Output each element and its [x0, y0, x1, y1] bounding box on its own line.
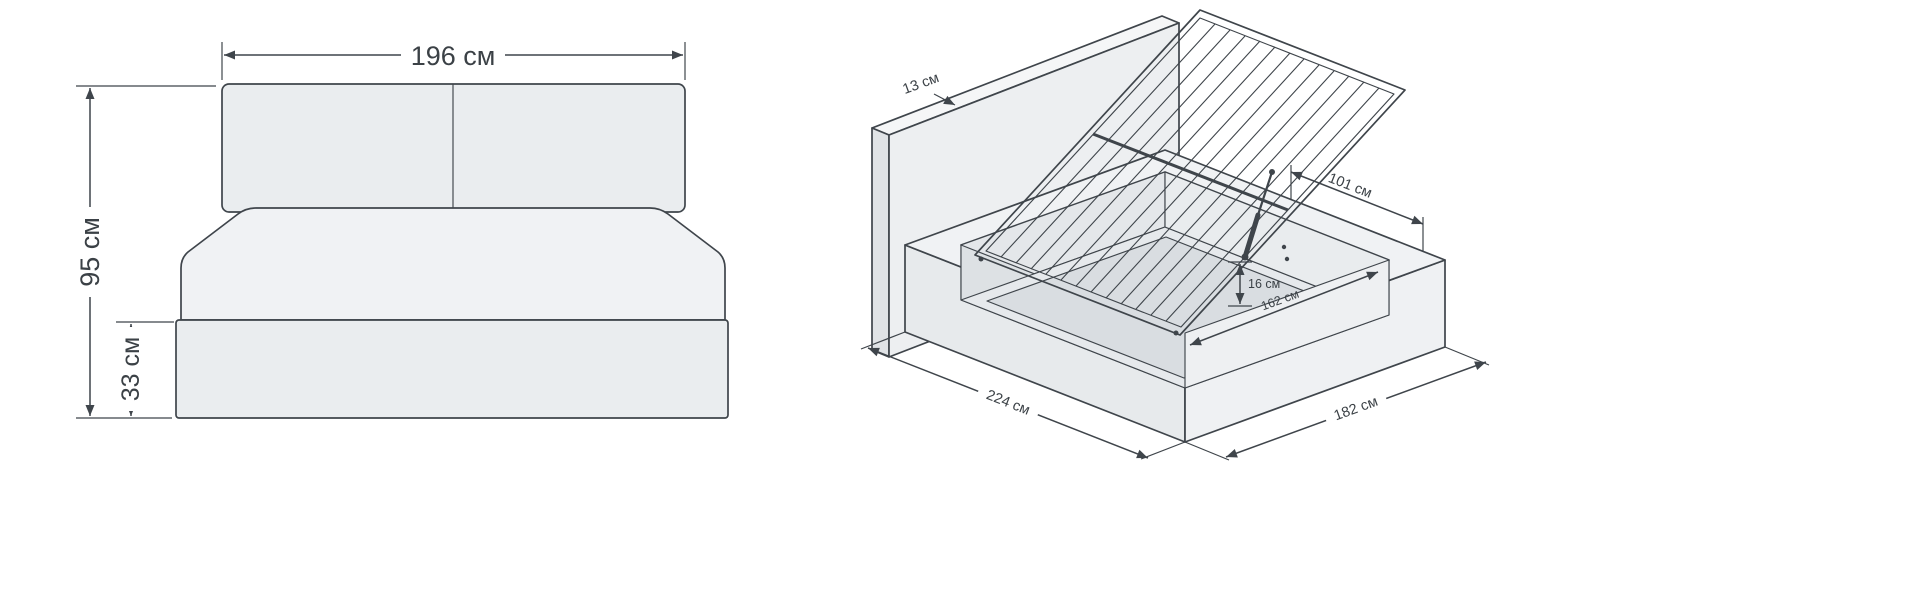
label-mask	[401, 41, 505, 71]
dim-outer-width: 182 см	[1184, 346, 1490, 461]
ext-line	[1140, 441, 1186, 460]
outer-length-text: 224 см	[984, 387, 1032, 418]
frame-outer-border	[974, 9, 1406, 336]
frame-center-rail	[1092, 132, 1289, 212]
label-mask	[74, 207, 106, 297]
dim-label-width: 196 см	[401, 41, 505, 71]
opening-length-text: 101 см	[1326, 170, 1374, 201]
height-dim-text: 95 см	[75, 217, 105, 287]
dim-line	[1290, 171, 1424, 225]
ext-line	[860, 331, 906, 350]
strut-rod	[1256, 170, 1274, 217]
screw-dot	[1284, 256, 1290, 262]
headboard-thickness-text: 13 см	[901, 70, 942, 98]
iso-view: 13 см 101 см 16 см 162 см	[860, 9, 1490, 461]
lifted-slat-frame	[974, 9, 1406, 336]
dim-height: 95 см	[74, 85, 216, 419]
dim-line	[1189, 271, 1379, 346]
dim-width: 196 см	[221, 41, 686, 80]
bed-base	[175, 319, 729, 419]
label-mask	[117, 327, 145, 411]
frame-inner-border	[985, 17, 1395, 328]
label-mask	[974, 382, 1042, 424]
screw-dot	[1281, 244, 1287, 250]
label-mask	[1322, 388, 1390, 430]
ext-line	[1444, 346, 1490, 366]
width-dim-text: 196 см	[411, 41, 496, 71]
strut-pivot	[1269, 169, 1275, 175]
dim-label-outer-length: 224 см	[974, 382, 1042, 424]
front-view: 196 см 95 см 33 см	[74, 41, 729, 419]
mattress	[180, 207, 726, 321]
leader-line	[933, 93, 956, 106]
dim-label-height: 95 см	[74, 207, 106, 297]
dim-base-height: 33 см	[116, 321, 174, 416]
headboard-side-face	[871, 127, 890, 358]
dim-label-outer-width: 182 см	[1322, 388, 1390, 430]
ext-line	[1184, 441, 1230, 461]
storage-depth-text: 16 см	[1248, 277, 1280, 291]
hinge-point	[1173, 330, 1179, 336]
dim-label-base: 33 см	[117, 327, 145, 411]
base-dim-text: 33 см	[117, 337, 145, 401]
outer-width-text: 182 см	[1332, 394, 1380, 425]
hinge-point	[978, 256, 984, 262]
